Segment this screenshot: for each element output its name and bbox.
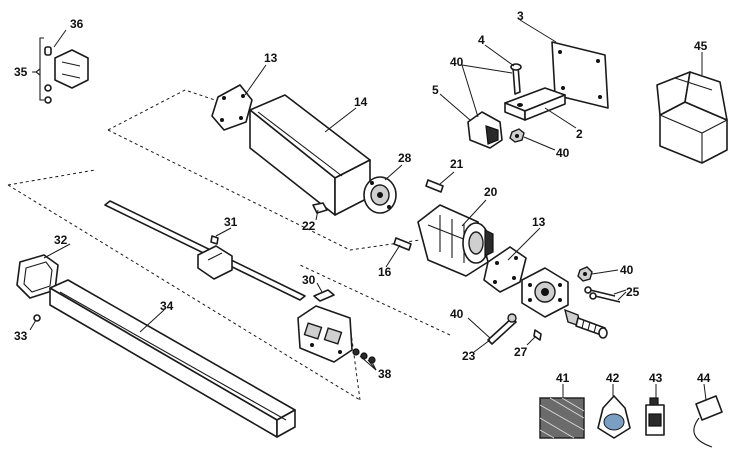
callout-3: 3: [517, 9, 524, 23]
callout-43: 43: [649, 371, 663, 385]
small-clip: [312, 202, 328, 214]
mounting-plate: [551, 41, 609, 109]
callout-40-top: 40: [450, 55, 464, 69]
callout-33: 33: [14, 329, 28, 343]
threaded-drive-shaft: [563, 308, 608, 339]
callout-13-right: 13: [532, 215, 546, 229]
callout-32: 32: [54, 233, 68, 247]
callout-40-pin: 40: [450, 307, 464, 321]
carton-box: [656, 71, 728, 164]
callout-40-nut: 40: [620, 263, 634, 277]
nut-and-screws: [577, 266, 621, 303]
clamp-bracket: [467, 111, 503, 149]
assembly-guide-lines: [7, 89, 451, 401]
callout-41: 41: [556, 371, 570, 385]
end-cap-screw: [33, 314, 41, 322]
callout-14: 14: [354, 95, 368, 109]
gear-coupling: [363, 176, 397, 214]
callout-45: 45: [694, 39, 708, 53]
grub-screw: [210, 235, 219, 245]
electric-motor: [417, 204, 494, 277]
callout-27: 27: [514, 345, 528, 359]
callout-21: 21: [450, 157, 464, 171]
callout-23: 23: [462, 349, 476, 363]
wall-bracket-assembly: [35, 37, 89, 104]
callout-42: 42: [606, 371, 620, 385]
control-unit: [297, 289, 353, 363]
callout-20: 20: [484, 185, 498, 199]
callout-40-nut-top: 40: [556, 146, 570, 160]
callout-5: 5: [432, 83, 439, 97]
cable-connector: [693, 395, 723, 448]
callout-30: 30: [302, 273, 316, 287]
callout-38: 38: [378, 367, 392, 381]
main-shaft: [104, 200, 306, 301]
callout-36: 36: [70, 17, 84, 31]
slide-block: [504, 87, 566, 121]
small-screw: [533, 329, 542, 341]
motor-housing-tube: [249, 94, 371, 216]
bolt: [510, 63, 522, 95]
pin-with-nut: [487, 313, 517, 345]
callout-13-left: 13: [264, 51, 278, 65]
callout-16: 16: [378, 265, 392, 279]
callout-28: 28: [398, 151, 412, 165]
callout-31: 31: [224, 215, 238, 229]
grease-bag: [597, 395, 631, 439]
callout-35: 35: [14, 65, 28, 79]
pins: [393, 179, 444, 251]
callout-34: 34: [160, 299, 174, 313]
hex-nut-top: [509, 128, 525, 143]
callout-4: 4: [478, 33, 485, 47]
terminal-screws: [352, 348, 376, 364]
oil-bottle: [645, 397, 665, 436]
callout-2: 2: [576, 127, 583, 141]
rail-profile: [49, 279, 296, 438]
end-cap-plate-right: [483, 246, 527, 293]
leader-lines: [29, 19, 707, 401]
callout-22: 22: [302, 219, 316, 233]
callout-44: 44: [697, 371, 711, 385]
callout-labels: 36 35 13 14 28 21 22 20 13 16 31 32 30 3…: [14, 9, 711, 385]
callout-25: 25: [626, 285, 640, 299]
end-cap-plate-left: [211, 84, 253, 131]
grease-pad: [539, 397, 585, 439]
end-flange: [521, 267, 569, 318]
